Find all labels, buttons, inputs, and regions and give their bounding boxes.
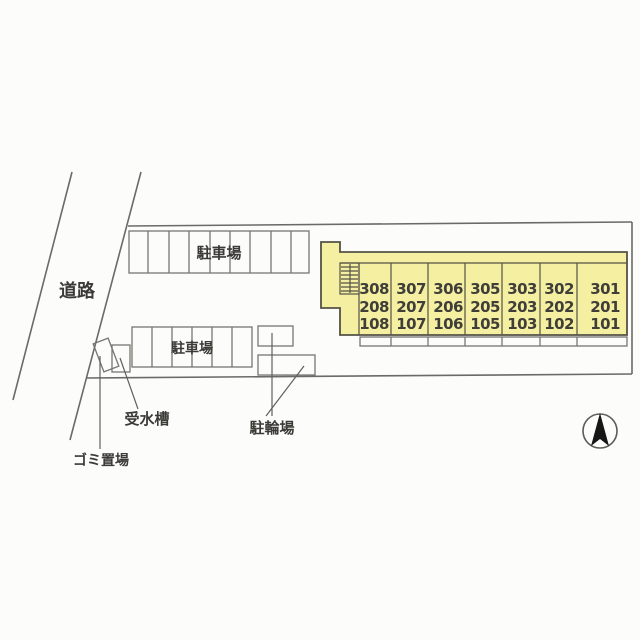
room-number: 302 [544,280,574,298]
unit-divider-lines [390,263,578,335]
room-number: 207 [396,298,426,316]
room-number: 107 [396,315,426,333]
unit-stack-305: 305 205 105 [470,280,500,333]
building-footprint [320,241,628,336]
garbage-area-label: ゴミ置場 [73,452,129,469]
room-number: 105 [470,315,500,333]
unit-stack-303: 303 203 103 [507,280,537,333]
room-number: 205 [470,298,500,316]
unit-stack-307: 307 207 107 [396,280,426,333]
room-number: 306 [433,280,463,298]
road-line-right-site-boundary [69,171,142,441]
parking-upper-outline [128,230,310,274]
water-tank-label: 受水槽 [124,410,169,428]
unit-stack-306: 306 206 106 [433,280,463,333]
water-tank-outline [111,344,131,373]
parking-upper-stall-lines [147,231,292,273]
boundary-top [127,221,633,227]
bicycle-parking-label: 駐輪場 [249,419,294,437]
bicycle-leader-line-2 [265,365,305,417]
road-label: 道路 [59,280,96,302]
north-compass-icon [582,413,618,449]
parking-upper-label: 駐車場 [196,244,241,262]
unit-stack-302: 302 202 102 [544,280,574,333]
road-line-left [12,171,73,401]
room-number: 106 [433,315,463,333]
room-number: 308 [359,280,389,298]
room-number: 101 [590,315,620,333]
road: 道路 [12,171,142,441]
room-number: 208 [359,298,389,316]
staircase-icon [339,262,360,295]
room-number: 108 [359,315,389,333]
room-number: 301 [590,280,620,298]
garbage-area-outline [92,337,120,373]
parking-lot-upper: 駐車場 [128,230,310,274]
room-number: 303 [507,280,537,298]
parking-lower-stall-lines [151,327,233,367]
room-number: 206 [433,298,463,316]
apartment-building: 308 208 108 307 207 107 306 206 106 305 … [320,241,628,347]
water-tank-leader-line [119,357,139,410]
room-number: 102 [544,315,574,333]
room-number: 307 [396,280,426,298]
room-number: 103 [507,315,537,333]
water-tank: 受水槽 [111,344,170,428]
unit-stack-308: 308 208 108 [359,280,389,333]
bicycle-parking: 駐輪場 [249,325,316,437]
bicycle-rack-lower [257,354,316,376]
garbage-area: ゴミ置場 [73,337,129,469]
unit-stack-301: 301 201 101 [590,280,620,333]
room-number: 305 [470,280,500,298]
parking-lower-label: 駐車場 [171,340,213,357]
compass-north-needle [591,413,609,446]
room-number: 201 [590,298,620,316]
boundary-bottom [85,373,633,379]
parking-lot-lower: 駐車場 [131,326,253,368]
room-number: 203 [507,298,537,316]
site-boundary [85,221,633,379]
bicycle-rack-upper [257,325,294,347]
room-number: 202 [544,298,574,316]
balcony-strip [359,336,628,347]
